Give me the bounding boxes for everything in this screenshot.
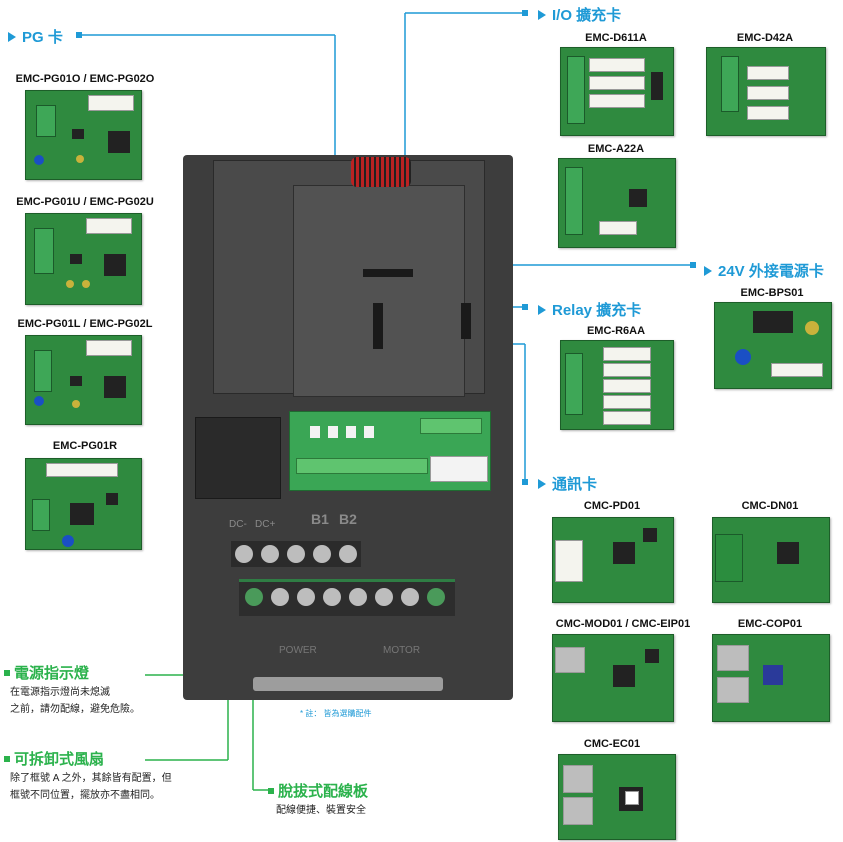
removable-terminal-board [289,411,491,491]
pg-card-label: EMC-PG01R [52,440,118,452]
slot-connector [461,303,471,339]
comm-card-image [558,754,676,840]
pg-card-label: EMC-PG01U / EMC-PG02U [16,196,154,208]
slot-connector [373,303,383,349]
fan-title: 可拆卸式風扇 [4,748,104,769]
triangle-icon [704,265,712,276]
comm-card-label: CMC-PD01 [583,500,641,512]
motor-label: MOTOR [383,645,421,656]
header-pg-card: PG 卡 [8,26,63,47]
io-card-label: EMC-A22A [587,143,645,155]
power-card-image [714,302,832,389]
b1-label: B1 [311,511,329,527]
relay-card-image [560,340,674,430]
terminal-board-title: 脫拔式配線板 [268,780,368,801]
pg-card-image [25,90,142,180]
io-card-image [706,47,826,136]
b2-label: B2 [339,511,357,527]
power-led-desc: 在電源指示燈尚未熄滅 之前，請勿配線，避免危險。 [10,687,140,715]
triangle-icon [538,9,546,20]
io-card-image [558,158,676,248]
terminal-board-desc: 配線便捷、裝置安全 [276,805,366,816]
header-24v-card: 24V 外接電源卡 [704,260,824,281]
io-card-label: EMC-D611A [585,32,647,44]
dc-minus-label: DC- [229,519,247,530]
fan-desc: 除了框號 A 之外，其餘皆有配置，但 框號不同位置，擺放亦不盡相同。 [10,773,172,801]
header-io-card: I/O 擴充卡 [538,4,621,25]
comm-card-image [552,517,674,603]
comm-card-image [712,517,830,603]
main-terminal-block [239,579,455,616]
comm-card-label: EMC-COP01 [737,618,803,630]
dc-terminal-block [231,541,361,567]
bottom-bracket [253,677,443,691]
header-comm-card: 通訊卡 [538,473,597,494]
dc-plus-label: DC+ [255,519,276,530]
header-relay-card: Relay 擴充卡 [538,299,641,320]
pg-card-image [25,213,142,305]
io-card-label: EMC-D42A [736,32,794,44]
io-card-image [560,47,674,136]
pg-card-label: EMC-PG01L / EMC-PG02L [17,318,153,330]
comm-card-label: CMC-MOD01 / CMC-EIP01 [555,618,691,630]
comm-card-label: CMC-EC01 [583,738,641,750]
comm-card-label: CMC-DN01 [741,500,799,512]
power-led-title: 電源指示燈 [4,662,89,683]
pg-card-image [25,335,142,425]
triangle-icon [538,304,546,315]
square-icon [4,669,10,676]
choke-coil [351,157,411,187]
power-label: POWER [279,645,317,656]
comm-card-image [712,634,830,722]
comm-card-image [552,634,674,722]
square-icon [268,787,274,794]
fan [195,417,281,499]
ac-drive: DC- DC+ B1 B2 POWER MOTOR [183,155,513,700]
optional-note: * 註： 皆為選購配件 [300,709,372,718]
square-icon [4,755,10,762]
triangle-icon [8,31,16,42]
pg-card-image [25,458,142,550]
power-card-label: EMC-BPS01 [740,287,804,299]
option-slot-area [293,185,465,397]
relay-card-label: EMC-R6AA [586,325,646,337]
triangle-icon [538,478,546,489]
pg-card-label: EMC-PG01O / EMC-PG02O [15,73,155,85]
slot-connector [363,269,413,277]
